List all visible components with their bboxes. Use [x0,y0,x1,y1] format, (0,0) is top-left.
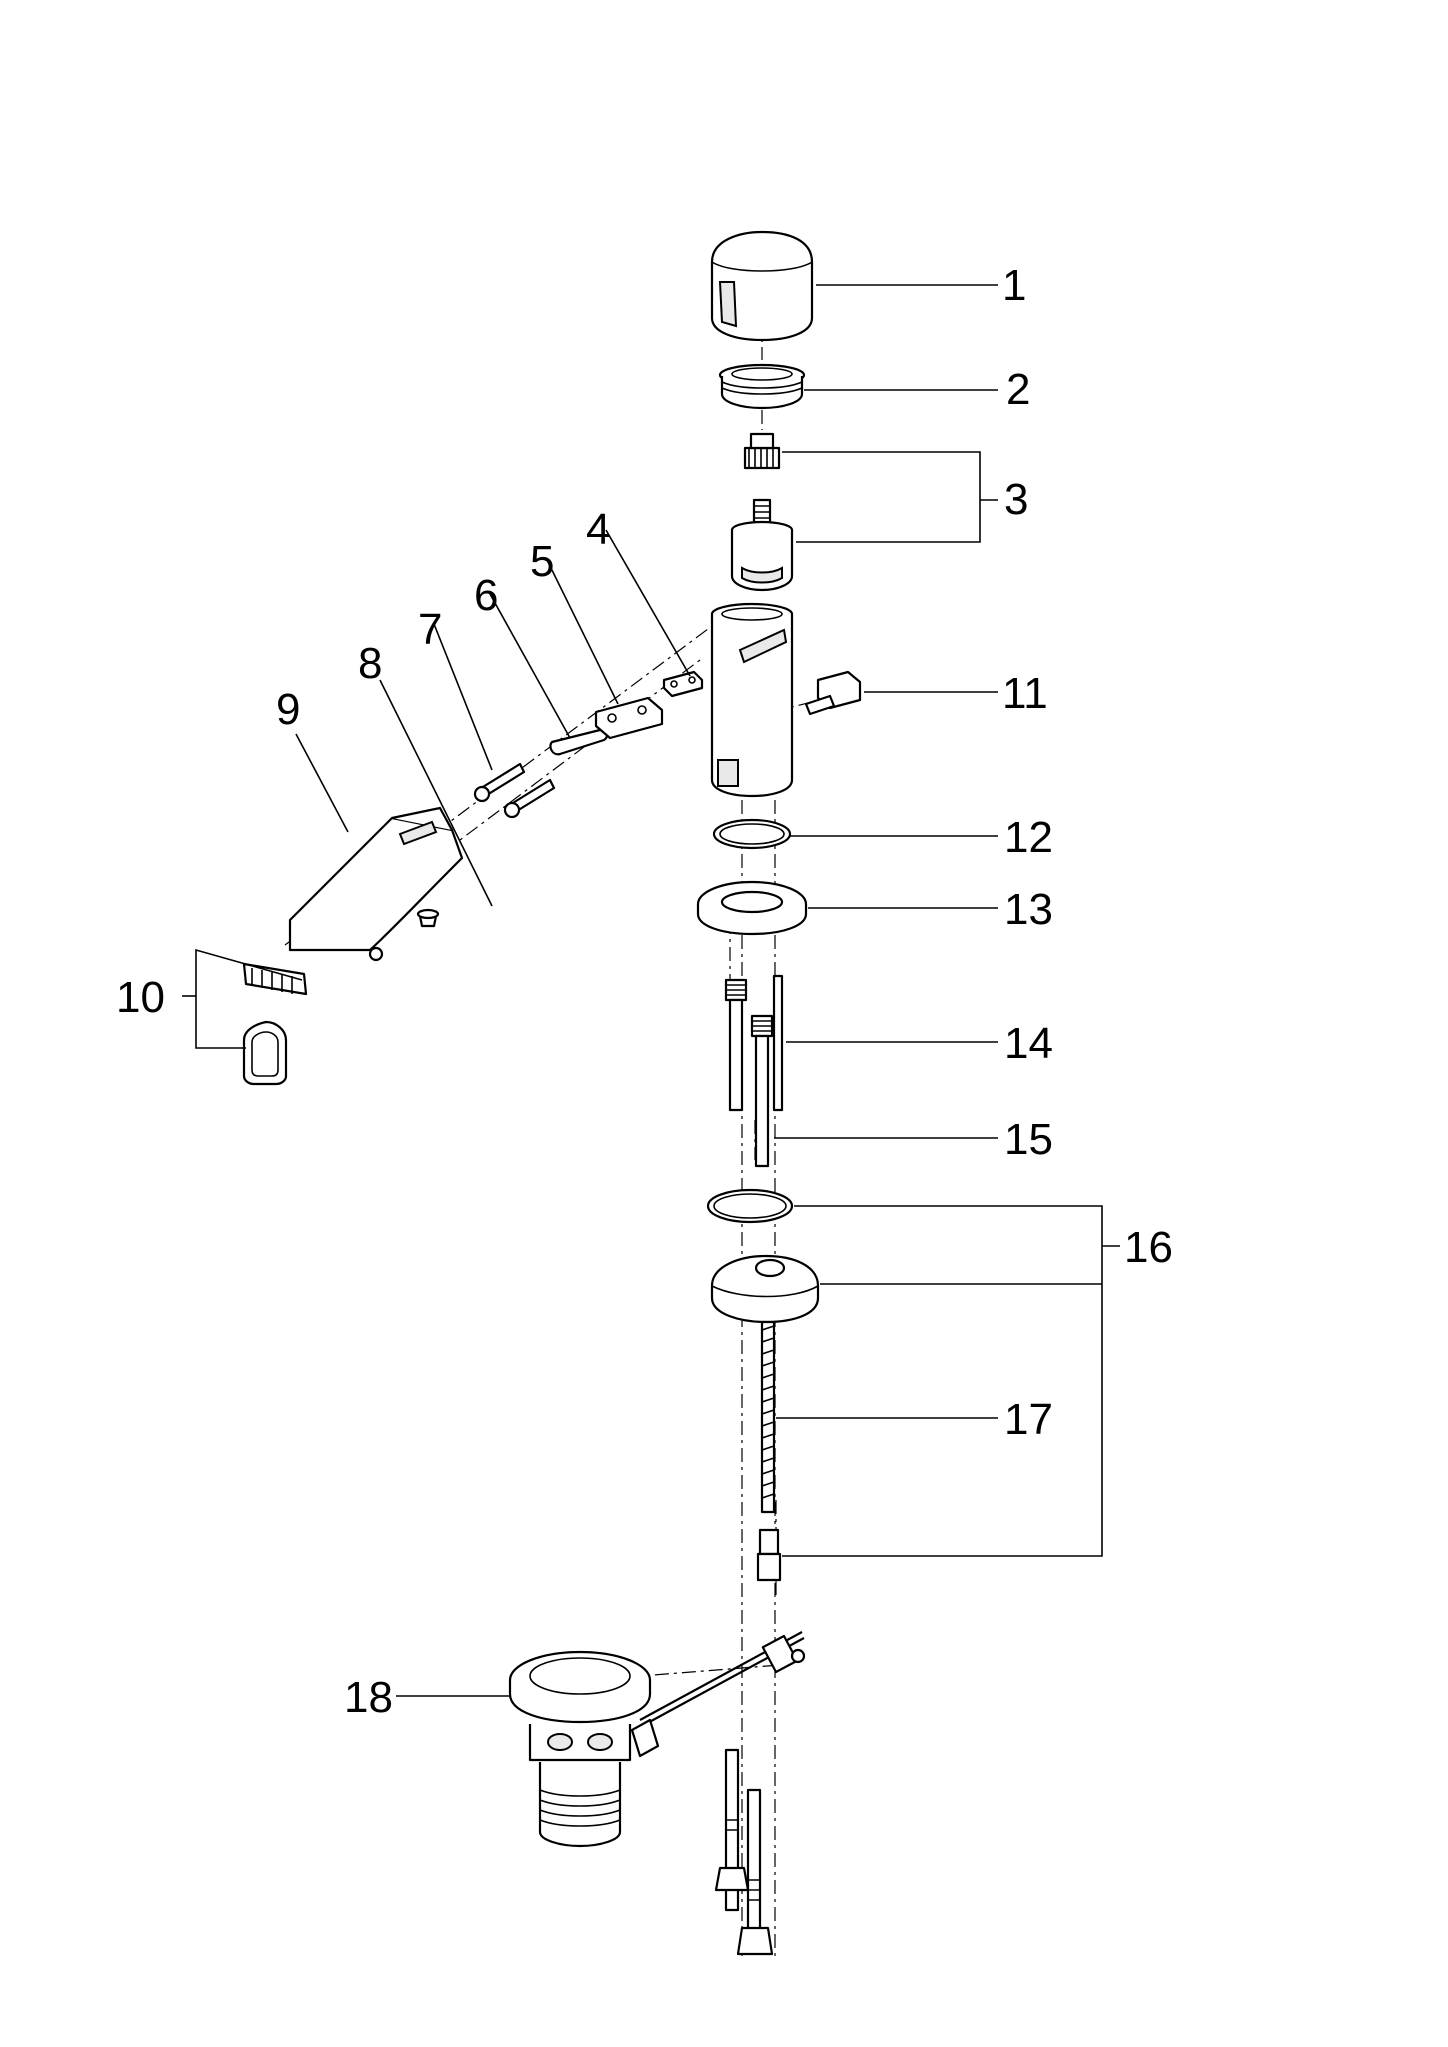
callout-11: 11 [1002,669,1048,718]
part-retaining-screw [416,908,440,928]
callout-13: 13 [1004,885,1053,934]
callout-18: 18 [344,1673,393,1722]
part-spout [288,806,464,952]
part-set-pin [804,670,862,716]
part-drain-waste [508,1650,660,1848]
part-washer [696,880,808,936]
callout-16: 16 [1124,1223,1173,1272]
callout-7: 7 [418,605,442,654]
part-supply-hoses [724,974,784,1168]
callout-17: 17 [1004,1395,1053,1444]
callout-8: 8 [358,639,382,688]
part-o-ring-lower [706,1188,794,1224]
callout-12: 12 [1004,813,1053,862]
part-spacer-plate [662,670,704,698]
leader-lines [182,284,1120,1697]
callout-2: 2 [1006,365,1030,414]
part-mounting-screws [473,762,556,819]
part-lift-rod-linkage [639,1631,806,1956]
part-mixer-body [710,602,794,798]
part-handle-cap [710,230,814,342]
callout-15: 15 [1004,1115,1053,1164]
part-aerator [242,962,308,996]
callout-3: 3 [1004,475,1028,524]
callout-labels: 1 2 3 4 5 6 7 8 9 10 11 12 13 14 15 16 1… [116,261,1173,1722]
part-threaded-rod [756,1320,782,1582]
part-o-ring-upper [712,818,792,850]
part-cartridge [730,432,794,592]
callout-9: 9 [276,685,300,734]
callout-4: 4 [586,505,610,554]
callout-5: 5 [530,537,554,586]
callout-1: 1 [1002,261,1026,310]
part-aerator-seal [242,1020,288,1086]
callout-10: 10 [116,973,165,1022]
callout-14: 14 [1004,1019,1053,1068]
part-mounting-plate [594,696,664,740]
part-horseshoe-washer [710,1254,820,1324]
callout-6: 6 [474,571,498,620]
part-threaded-ring [718,363,806,410]
part-grub-screw [368,946,384,962]
